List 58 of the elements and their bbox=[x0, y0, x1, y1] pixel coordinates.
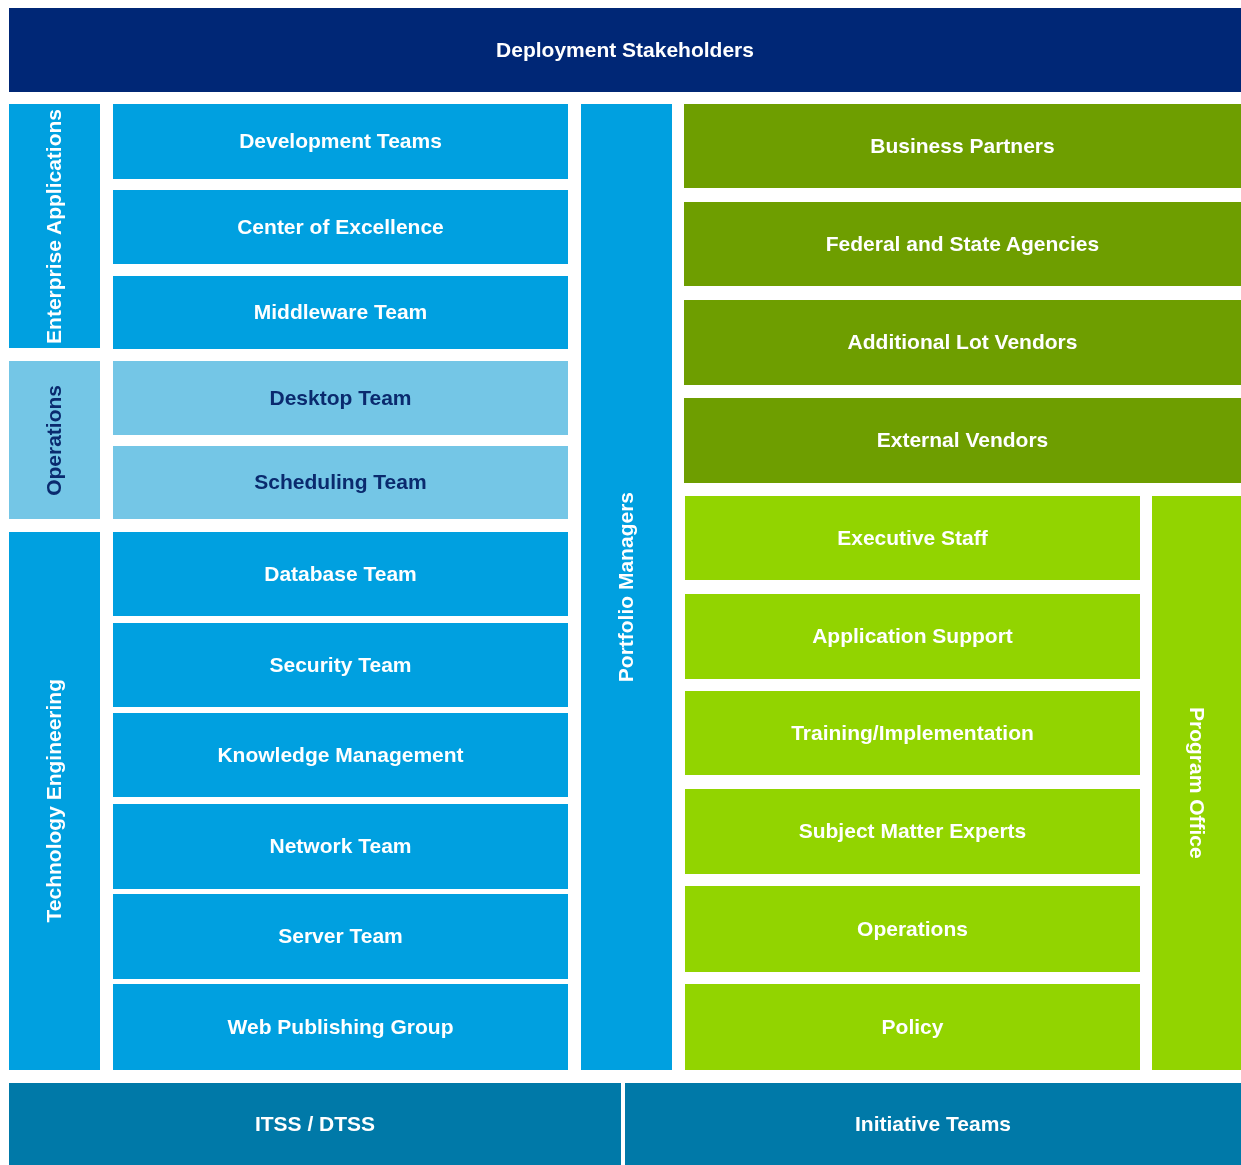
box-label: External Vendors bbox=[876, 428, 1049, 453]
group-box bbox=[9, 104, 100, 348]
box-label: Training/Implementation bbox=[791, 720, 1034, 746]
group-box bbox=[685, 789, 1140, 874]
box-label: Security Team bbox=[269, 652, 412, 678]
group-box bbox=[684, 104, 1241, 188]
box-label: Subject Matter Experts bbox=[798, 819, 1027, 844]
group-box bbox=[581, 104, 672, 1070]
group-box bbox=[684, 300, 1241, 385]
box-label: Web Publishing Group bbox=[227, 1014, 454, 1040]
group-box bbox=[113, 104, 568, 179]
box-label: ITSS / DTSS bbox=[254, 1111, 376, 1137]
group-box bbox=[625, 1083, 1241, 1165]
group-box bbox=[113, 713, 568, 797]
group-box bbox=[685, 496, 1140, 580]
box-label: Middleware Team bbox=[253, 300, 428, 325]
box-label: Federal and State Agencies bbox=[825, 231, 1100, 257]
box-label: Knowledge Management bbox=[217, 742, 464, 768]
group-box bbox=[113, 446, 568, 519]
box-label: Additional Lot Vendors bbox=[847, 330, 1078, 355]
group-box bbox=[9, 361, 100, 519]
group-box bbox=[9, 532, 100, 1070]
box-label: Enterprise Applications bbox=[42, 108, 67, 344]
group-box bbox=[685, 984, 1140, 1070]
box-label: Application Support bbox=[812, 624, 1013, 649]
group-box bbox=[113, 190, 568, 264]
box-label: Operations bbox=[42, 384, 67, 496]
box-label: Program Office bbox=[1184, 707, 1209, 859]
group-box bbox=[113, 276, 568, 349]
box-label: Policy bbox=[881, 1014, 944, 1040]
box-label: Portfolio Managers bbox=[614, 491, 639, 683]
box-label: Executive Staff bbox=[837, 525, 988, 551]
group-box bbox=[113, 894, 568, 979]
box-label: Operations bbox=[857, 916, 968, 942]
box-label: Business Partners bbox=[870, 133, 1055, 159]
group-box bbox=[685, 594, 1140, 679]
box-label: Technology Engineering bbox=[42, 679, 67, 923]
group-box bbox=[684, 202, 1241, 286]
group-box bbox=[9, 8, 1241, 92]
group-box bbox=[113, 532, 568, 616]
group-box bbox=[685, 886, 1140, 972]
group-box bbox=[113, 623, 568, 707]
group-box bbox=[113, 984, 568, 1070]
box-label: Server Team bbox=[278, 924, 403, 949]
group-box bbox=[684, 398, 1241, 483]
group-box bbox=[9, 1083, 621, 1165]
box-label: Center of Excellence bbox=[237, 214, 444, 240]
box-label: Network Team bbox=[269, 834, 412, 859]
box-label: Development Teams bbox=[239, 129, 442, 154]
group-box bbox=[1152, 496, 1241, 1070]
group-box bbox=[113, 361, 568, 435]
box-label: Desktop Team bbox=[269, 385, 412, 411]
group-box bbox=[113, 804, 568, 889]
box-label: Scheduling Team bbox=[254, 470, 427, 495]
box-label: Initiative Teams bbox=[855, 1111, 1011, 1137]
group-box bbox=[685, 691, 1140, 775]
box-label: Deployment Stakeholders bbox=[496, 37, 754, 63]
box-label: Database Team bbox=[264, 561, 417, 587]
